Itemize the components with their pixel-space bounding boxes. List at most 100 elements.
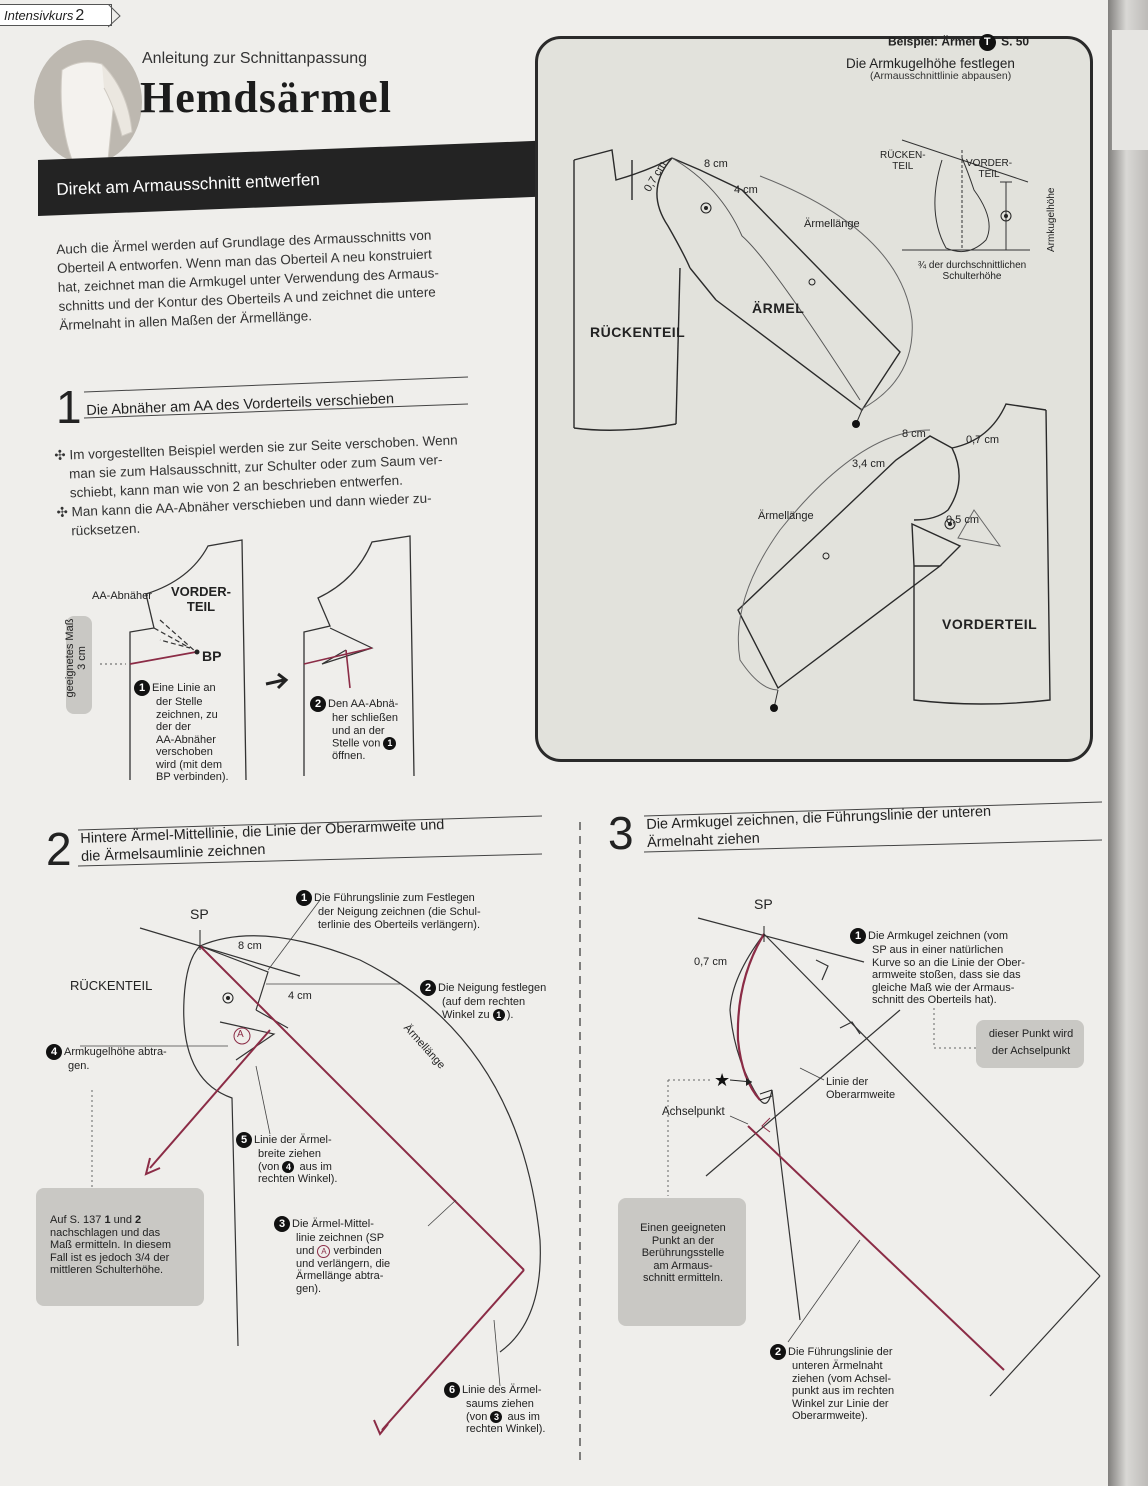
small-ruecken-label: RÜCKEN- TEIL <box>880 150 926 172</box>
label-text: Linie der <box>826 1076 869 1088</box>
hint-text: der Achselpunkt <box>991 1045 1071 1057</box>
note-text: Einen geeigneten <box>640 1222 726 1234</box>
step1-number: 1 <box>56 381 82 433</box>
step2-4cm: 4 cm <box>288 990 312 1002</box>
step3-number: 3 <box>608 807 634 859</box>
course-tag-label: Intensivkurs <box>4 8 74 23</box>
callout-text: punkt aus im rechten <box>792 1385 895 1397</box>
circle-1-icon: 1 <box>492 1008 505 1021</box>
callout-text: Die Ärmel-Mittel- <box>292 1217 374 1230</box>
note-text: AA-Abnäher <box>156 733 216 746</box>
example-box <box>535 36 1093 762</box>
note-text: Berührungsstelle <box>641 1247 725 1259</box>
callout-text: armweite stoßen, dass sie das <box>872 969 1021 981</box>
callout-text: saums ziehen <box>466 1398 534 1410</box>
note-text: verschoben <box>156 746 213 758</box>
callout-text: Die Führungslinie der <box>788 1345 893 1358</box>
callout-text: Linie der Ärmel- <box>254 1133 332 1146</box>
example-ref-label: Beispiel: Ärmel <box>888 34 976 49</box>
step3-note-text: Einen geeigneten Punkt an der Berührungs… <box>628 1222 738 1285</box>
book-spine <box>1100 0 1148 1486</box>
vorder-text: VORDER- <box>966 158 1013 169</box>
step3-07cm: 0,7 cm <box>694 956 728 968</box>
circle-1-icon: 1 <box>296 890 312 906</box>
callout-text: Die Führungslinie zum Festlegen <box>314 891 475 904</box>
circle-2-icon: 2 <box>420 980 436 996</box>
note-text: Punkt an der <box>651 1234 715 1247</box>
callout-text: und verlängern, die <box>296 1257 391 1270</box>
step3-oberarm-label: Linie der Oberarmweite <box>826 1076 895 1101</box>
callout-text: Oberarmweite). <box>792 1410 868 1422</box>
callout-text: Die Armkugel zeichnen (vom <box>868 929 1009 942</box>
note-text: der der <box>156 721 191 733</box>
callout-text: Linie des Ärmel- <box>462 1383 542 1396</box>
circle-1-icon: 1 <box>383 737 397 750</box>
note-text: Auf S. 137 <box>50 1214 102 1226</box>
callout-text: verbinden <box>333 1244 382 1257</box>
callout-text: SP aus in einer natürlichen <box>872 944 1004 956</box>
callout-text: (auf dem rechten <box>442 996 526 1008</box>
callout-text: Die Neigung festlegen <box>438 981 547 994</box>
avg-text: ¾ der durchschnittlichen <box>917 260 1027 271</box>
note-ref: 1 <box>104 1214 111 1226</box>
note-text: Maß ermitteln. In diesem <box>50 1239 172 1251</box>
callout-text: schnitt des Oberteils hat). <box>872 994 997 1006</box>
ex-8cm-lower: 8 cm <box>902 428 926 440</box>
step2-a-point: A <box>237 1029 244 1040</box>
circle-3-icon: 3 <box>490 1410 503 1423</box>
note-text: der Stelle <box>156 696 203 708</box>
circle-1-icon: 1 <box>134 680 150 696</box>
step3-diagram: ★ <box>667 917 1101 1397</box>
example-ref-page: S. 50 <box>1001 34 1030 49</box>
page-title: Hemdsärmel <box>140 73 392 122</box>
note-text: mittleren Schulterhöhe. <box>50 1264 164 1276</box>
teil-text: TEIL <box>978 169 1000 180</box>
step2-8cm: 8 cm <box>238 940 262 952</box>
callout-text: gen). <box>296 1282 322 1295</box>
callout-text: Winkel zu <box>442 1008 490 1021</box>
example-title: Die Armkugelhöhe festlegen <box>846 56 1015 71</box>
circle-5-icon: 5 <box>236 1132 252 1148</box>
step2-rules <box>77 815 581 1466</box>
step1-rules <box>83 376 469 419</box>
step2-note-box <box>36 1188 204 1306</box>
callout-text: (von <box>466 1410 488 1423</box>
note-text: am Armaus- <box>653 1259 713 1272</box>
circle-3-icon: 3 <box>274 1216 290 1232</box>
example-subtitle: (Armausschnittlinie abpausen) <box>870 70 1012 82</box>
callout-text: breite ziehen <box>258 1148 321 1160</box>
avg-text: Schulterhöhe <box>942 271 1002 282</box>
circle-2-icon: 2 <box>310 696 326 712</box>
step2-number: 2 <box>46 823 72 875</box>
ex-4cm: 4 cm <box>734 184 758 196</box>
callout-text: (von <box>258 1160 280 1173</box>
example-ref: Beispiel: Ärmel T S. 50 <box>888 34 1029 51</box>
callout-text: terlinie des Oberteils verlängern). <box>318 918 481 931</box>
callout-text: unteren Ärmelnaht <box>792 1360 883 1372</box>
step2-sp-label: SP <box>190 906 209 922</box>
note-text: wird (mit dem <box>156 758 223 771</box>
circle-4-icon: 4 <box>46 1044 62 1060</box>
vorderteil-label: VORDER- TEIL <box>171 584 231 614</box>
circle-2-icon: 2 <box>770 1344 786 1360</box>
hint-text: dieser Punkt wird <box>988 1028 1074 1040</box>
note-text: und an der <box>332 724 385 737</box>
course-tag-number: 2 <box>75 7 85 24</box>
note-text: Stelle von <box>332 737 381 750</box>
note-text: BP verbinden). <box>156 771 229 783</box>
step3-rules <box>643 801 1103 853</box>
note-text: schnitt ermitteln. <box>642 1272 724 1284</box>
ex-aermellaenge-lower: Ärmellänge <box>758 510 814 522</box>
callout-text: Armkugelhöhe abtra- <box>64 1045 167 1058</box>
ex-05cm: 0,5 cm <box>946 514 980 526</box>
next-page-edge <box>1112 30 1148 150</box>
circle-6-icon: 6 <box>444 1382 460 1398</box>
